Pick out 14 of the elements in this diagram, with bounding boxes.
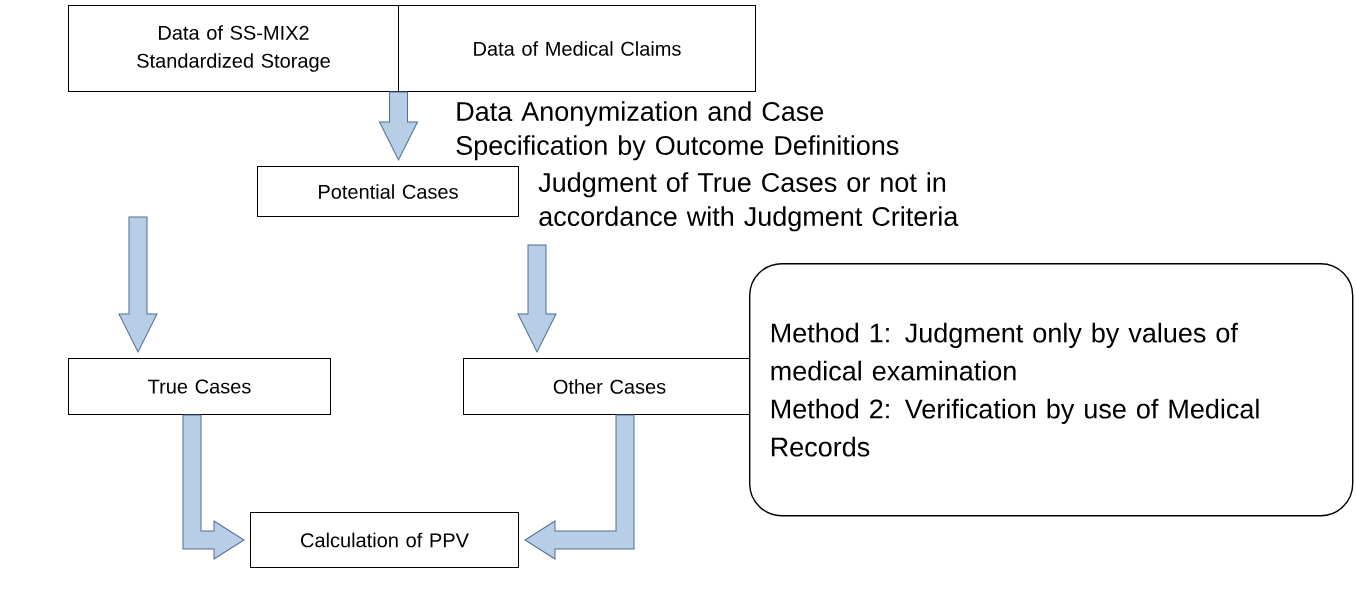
process-box: Data of SS-MIX2 Standardized Storage <box>68 5 399 92</box>
edge-label: Judgment of True Cases or not in accordance with Judgment Criteria <box>538 172 959 232</box>
process-box: True Cases <box>68 358 331 415</box>
process-box: Calculation of PPV <box>250 512 519 568</box>
block-arrow <box>524 414 635 560</box>
edge-label: Data Anonymization and Case Specification by Outcome Definitions <box>456 101 899 161</box>
process-box: Data of Medical Claims <box>398 5 756 92</box>
process-box: Potential Cases <box>257 166 519 217</box>
block-arrow <box>517 244 557 353</box>
block-arrow <box>379 91 418 161</box>
block-arrow <box>182 414 245 560</box>
process-box: Other Cases <box>463 358 756 415</box>
callout-box: Method 1: Judgment only by values of medical examination Method 2: Verification by use of Medical Records <box>749 263 1354 517</box>
block-arrow <box>118 216 158 353</box>
